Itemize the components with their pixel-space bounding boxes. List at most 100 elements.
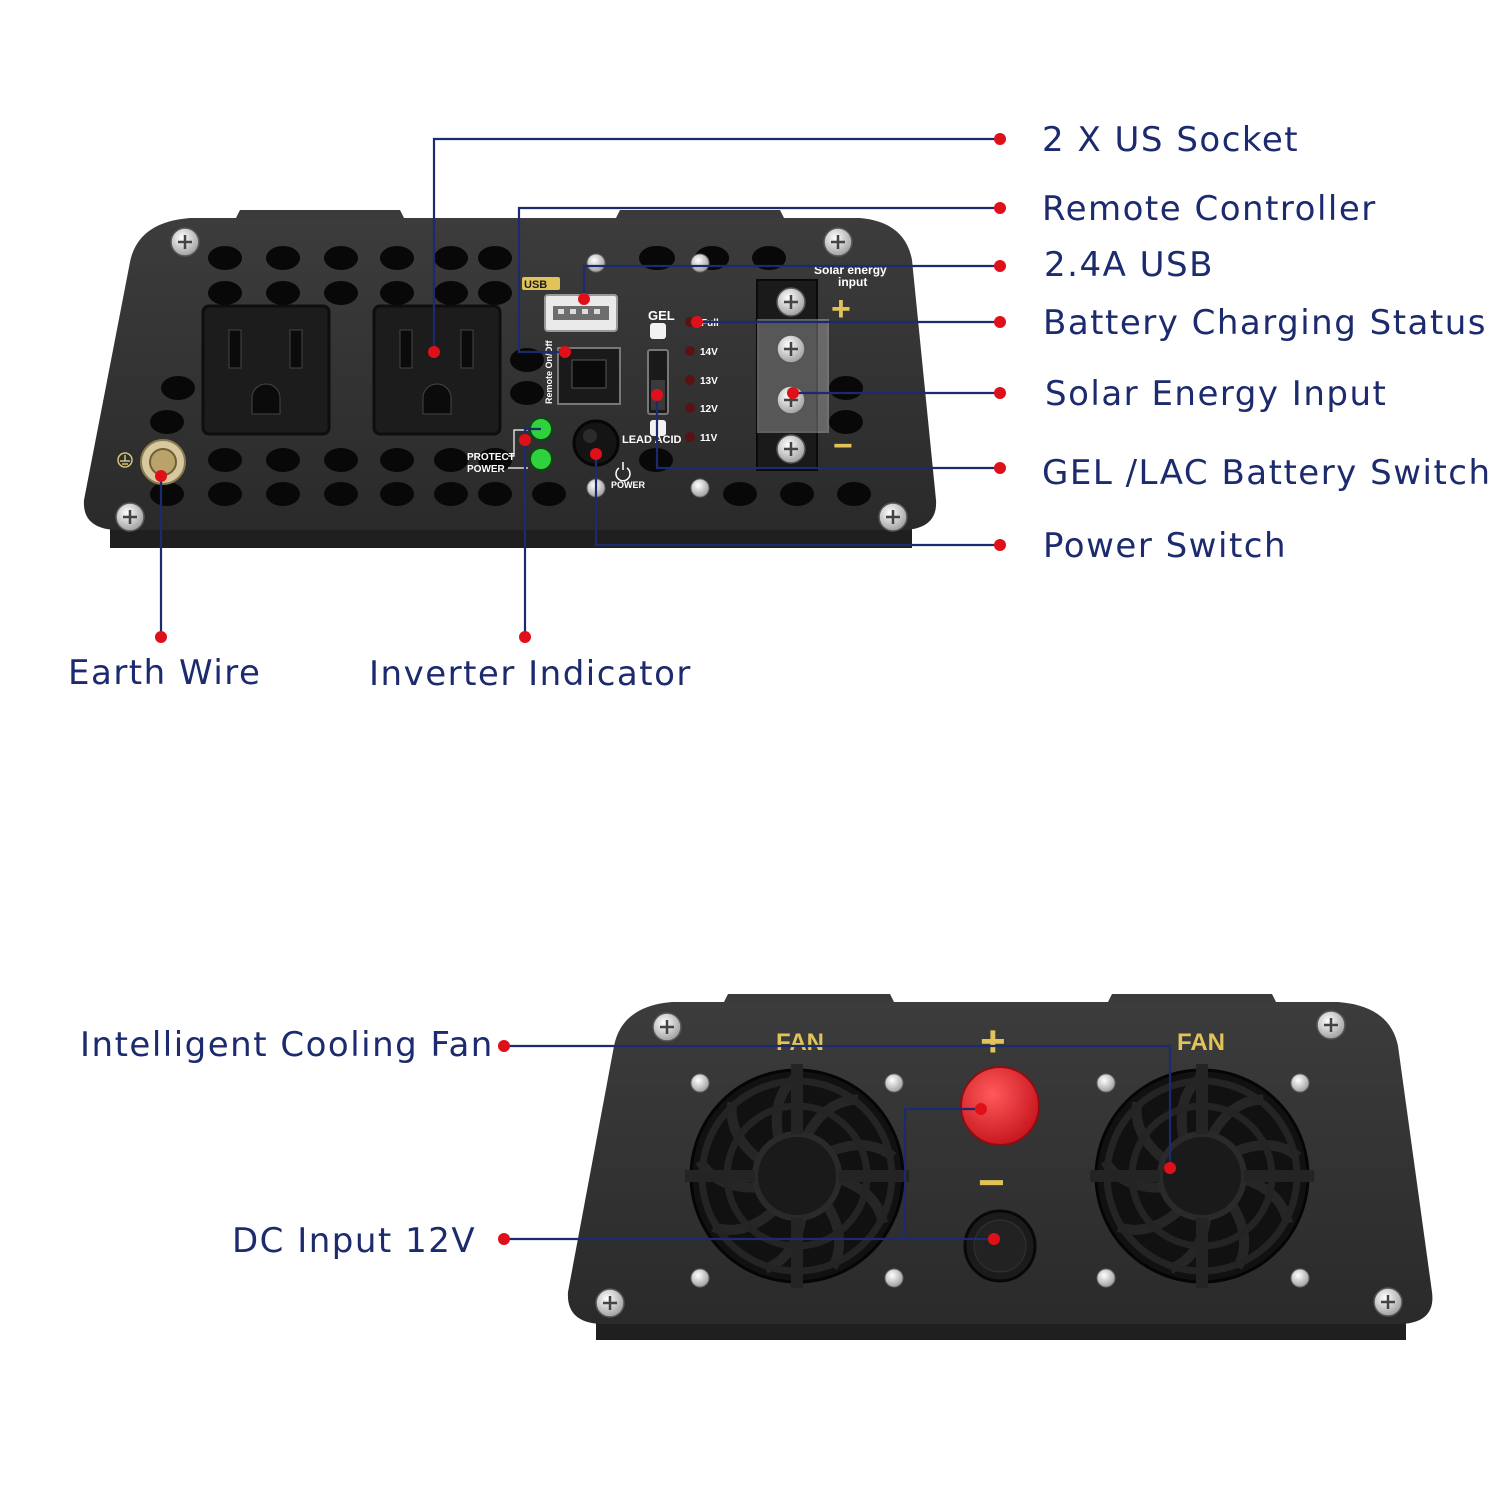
gel-indicator (650, 323, 666, 339)
vent-hole (324, 482, 358, 506)
gel-label: GEL (648, 308, 675, 323)
earth-terminal[interactable] (140, 439, 186, 485)
terminal-screw-icon (775, 286, 807, 318)
screw-icon (114, 501, 146, 533)
leader-indicator (523, 427, 541, 637)
cooling-fan-right (1090, 1064, 1314, 1288)
vent-hole (324, 281, 358, 305)
dc-plus-label: + (980, 1017, 1006, 1066)
stud-icon (1290, 1268, 1310, 1288)
vent-hole (434, 281, 468, 305)
label-usb: 2.4A USB (1044, 245, 1214, 285)
vent-hole (380, 281, 414, 305)
leader-lines (159, 137, 1172, 1241)
vent-hole (208, 448, 242, 472)
vent-hole (723, 482, 757, 506)
vent-hole (752, 246, 786, 270)
vent-hole (324, 448, 358, 472)
screw-icon (1372, 1286, 1404, 1318)
vent-hole (837, 482, 871, 506)
cooling-fan-left (685, 1064, 909, 1288)
terminal-screw-icon (775, 433, 807, 465)
front-panel: USB Remote On/Off GEL LEAD ACID Full 14V (83, 210, 937, 548)
screw-icon (169, 226, 201, 258)
vent-hole (208, 482, 242, 506)
solar-plus-label: + (831, 290, 851, 328)
callout-dots (155, 133, 1176, 1245)
terminal-screw-icon (775, 333, 807, 365)
vent-hole (829, 410, 863, 434)
power-led-label: POWER (467, 464, 506, 475)
vent-hole (829, 376, 863, 400)
vent-hole (266, 281, 300, 305)
leader-remote (517, 206, 1000, 354)
leader-power-switch (594, 454, 1000, 547)
leader-us-socket (432, 137, 1000, 352)
dc-minus-label: − (978, 1156, 1005, 1208)
stud-icon (884, 1268, 904, 1288)
vent-hole (380, 482, 414, 506)
solar-terminal-block[interactable] (756, 279, 829, 471)
dc-negative-terminal[interactable] (963, 1209, 1037, 1283)
screw-icon (651, 1011, 683, 1043)
vent-hole (266, 482, 300, 506)
remote-jack[interactable] (557, 347, 621, 405)
vent-hole (380, 448, 414, 472)
vent-hole (380, 246, 414, 270)
vent-hole (639, 246, 673, 270)
vent-hole (780, 482, 814, 506)
fan-right-label: FAN (1177, 1029, 1225, 1056)
vent-hole (478, 246, 512, 270)
vent-hole (478, 448, 512, 472)
vent-hole (478, 482, 512, 506)
remote-label: Remote On/Off (544, 339, 554, 404)
vent-hole (510, 381, 544, 405)
vent-hole (266, 448, 300, 472)
vent-hole (434, 482, 468, 506)
led-label-14v: 14V (700, 347, 718, 358)
stud-icon (1096, 1268, 1116, 1288)
stud-icon (1290, 1073, 1310, 1093)
label-inverter-indicator: Inverter Indicator (369, 654, 692, 694)
led-label-13v: 13V (700, 376, 718, 387)
usb-badge (522, 277, 560, 290)
screw-icon (1315, 1009, 1347, 1041)
solar-minus-label: − (833, 427, 853, 465)
leader-battery-switch (655, 395, 1000, 470)
ground-symbol-icon (117, 452, 133, 468)
stud-icon (884, 1073, 904, 1093)
solar-label-line2: input (838, 275, 867, 289)
stud-icon (690, 1073, 710, 1093)
label-power-switch: Power Switch (1043, 526, 1287, 566)
label-battery-switch: GEL /LAC Battery Switch (1042, 453, 1492, 493)
stud-icon (690, 1268, 710, 1288)
rear-panel: FAN FAN + − (567, 994, 1433, 1340)
power-icon (615, 462, 631, 482)
vent-hole (161, 376, 195, 400)
dc-positive-terminal[interactable] (960, 1066, 1040, 1146)
label-battery-status: Battery Charging Status (1043, 303, 1487, 343)
vent-hole (510, 348, 544, 372)
vent-hole (266, 246, 300, 270)
ac-outlet-left[interactable] (201, 304, 331, 436)
led-label-11v: 11V (700, 433, 718, 444)
label-solar-input: Solar Energy Input (1045, 374, 1387, 414)
label-cooling-fan: Intelligent Cooling Fan (80, 1025, 494, 1065)
usb-port[interactable] (544, 294, 618, 332)
label-remote-controller: Remote Controller (1042, 189, 1377, 229)
led-label-12v: 12V (700, 404, 718, 415)
vent-hole (208, 246, 242, 270)
power-button-label: POWER (611, 480, 646, 490)
stud-icon (586, 253, 606, 273)
label-earth-wire: Earth Wire (68, 653, 261, 693)
vent-hole (150, 410, 184, 434)
vent-hole (324, 246, 358, 270)
ac-outlet-right[interactable] (372, 304, 502, 436)
stud-icon (690, 253, 710, 273)
led-label-full: Full (701, 318, 719, 329)
fan-left-label: FAN (776, 1029, 824, 1056)
vent-hole (208, 281, 242, 305)
stud-icon (1096, 1073, 1116, 1093)
vent-hole (434, 246, 468, 270)
